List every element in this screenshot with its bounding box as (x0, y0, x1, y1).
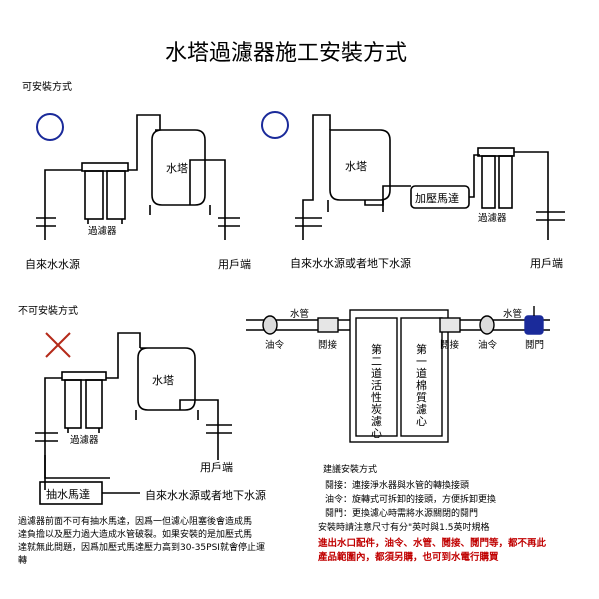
svg-text:第: 第 (416, 342, 427, 356)
label-union-left: 油令 (265, 339, 285, 351)
sun-icon (261, 111, 289, 139)
label-filter: 過濾器 (478, 212, 507, 224)
note-line-1: 鬩接：連接淨水器與水管的轉換接頭 (325, 479, 469, 491)
filter-cartridge-2 (106, 170, 126, 220)
svg-text:心: 心 (416, 415, 427, 428)
svg-text:濾: 濾 (371, 414, 382, 428)
diagram-allowed-1 (36, 113, 240, 240)
svg-text:心: 心 (371, 427, 382, 440)
warning-line-2: 達負擔以及壓力過大造成水管破裂。如果安裝的是加壓式馬 (18, 528, 252, 540)
label-tap-or-ground: 自來水水源或者地下水源 (145, 488, 266, 502)
svg-text:棉: 棉 (416, 378, 427, 392)
svg-text:濾: 濾 (416, 402, 427, 416)
stage1-cartridge (400, 317, 443, 437)
label-suction-pump: 抽水馬達 (46, 487, 90, 501)
svg-text:性: 性 (371, 390, 382, 404)
warning-line-3: 達就無此問題，因爲加壓式馬達壓力高到30-35PSI就會停止運 (18, 541, 265, 553)
label-tower: 水塔 (345, 160, 367, 173)
label-tap-or-ground: 自來水水源或者地下水源 (290, 256, 411, 270)
svg-text:一: 一 (416, 355, 427, 368)
label-filter: 過濾器 (88, 225, 117, 237)
label-water-pipe-right: 水管 (503, 308, 522, 320)
label-user-end: 用戶端 (530, 257, 563, 270)
sun-icon (36, 113, 64, 141)
water-tower (329, 129, 391, 201)
filter-housing (349, 309, 449, 443)
filter-cap (81, 162, 129, 172)
red-note-line-2: 產品範圍內，都須另購，也可到水電行購買 (317, 551, 499, 563)
diagram-allowed-2 (261, 111, 565, 240)
svg-text:炭: 炭 (371, 403, 382, 416)
label-booster-pump: 加壓馬達 (415, 192, 459, 205)
label-user-end: 用戶端 (218, 258, 251, 271)
pipe-detail (246, 306, 550, 443)
union-left (262, 315, 278, 335)
red-note-line-1: 進出水口配件，油令、水管、鬩接、鬩門等，都不再此 (318, 537, 547, 549)
label-fitting-right: 鬩接 (440, 339, 460, 351)
svg-text:第: 第 (371, 342, 382, 356)
svg-text:二: 二 (371, 355, 382, 368)
filter-cartridge-1 (84, 170, 104, 220)
label-union-right: 油令 (478, 339, 498, 351)
section-not-allowed-label: 不可安裝方式 (18, 304, 78, 317)
section-allowed-label: 可安裝方式 (22, 80, 72, 93)
page-title: 水塔過濾器施工安裝方式 (165, 41, 407, 66)
union-right (479, 315, 495, 335)
fitting-left (317, 317, 339, 333)
filter-cartridge-1 (481, 155, 496, 209)
label-tower: 水塔 (166, 162, 188, 175)
stage2-label: 第 二 道 活 性 炭 濾 心 (371, 342, 382, 440)
filter-cartridge-2 (85, 379, 103, 429)
note-line-4: 安裝時請注意尺寸有分"英吋與1.5英吋規格 (318, 521, 489, 533)
fitting-right (439, 317, 461, 333)
svg-text:道: 道 (416, 366, 427, 380)
label-tower: 水塔 (152, 374, 174, 387)
stage1-label: 第 一 道 棉 質 濾 心 (416, 342, 427, 428)
label-filter: 過濾器 (70, 434, 99, 446)
notes-header: 建議安裝方式 (323, 463, 377, 475)
label-valve: 鬩門 (525, 340, 544, 351)
svg-text:質: 質 (416, 390, 427, 404)
filter-cap (477, 147, 515, 157)
valve-icon (524, 315, 544, 335)
label-user-end: 用戶端 (200, 461, 233, 474)
label-fitting-left: 鬩接 (318, 339, 338, 351)
water-tower (137, 347, 196, 411)
svg-text:活: 活 (371, 379, 382, 392)
diagram-not-allowed (35, 332, 232, 505)
svg-text:道: 道 (371, 366, 382, 380)
note-line-3: 鬩門：更換濾心時需將水源關閉的鬩門 (325, 507, 478, 519)
water-tower (151, 129, 206, 206)
filter-cartridge-2 (498, 155, 513, 209)
stage2-cartridge (355, 317, 398, 437)
label-tap-water: 自來水水源 (25, 257, 80, 271)
warning-line-4: 轉 (18, 554, 27, 566)
note-line-2: 油令：旋轉式可拆卸的接頭，方便拆卸更換 (325, 493, 496, 505)
filter-cap (61, 371, 107, 381)
filter-cartridge-1 (64, 379, 82, 429)
warning-line-1: 過濾器前面不可有抽水馬達，因爲一但濾心阻塞後會造成馬 (18, 515, 252, 527)
label-water-pipe-left: 水管 (290, 308, 309, 320)
